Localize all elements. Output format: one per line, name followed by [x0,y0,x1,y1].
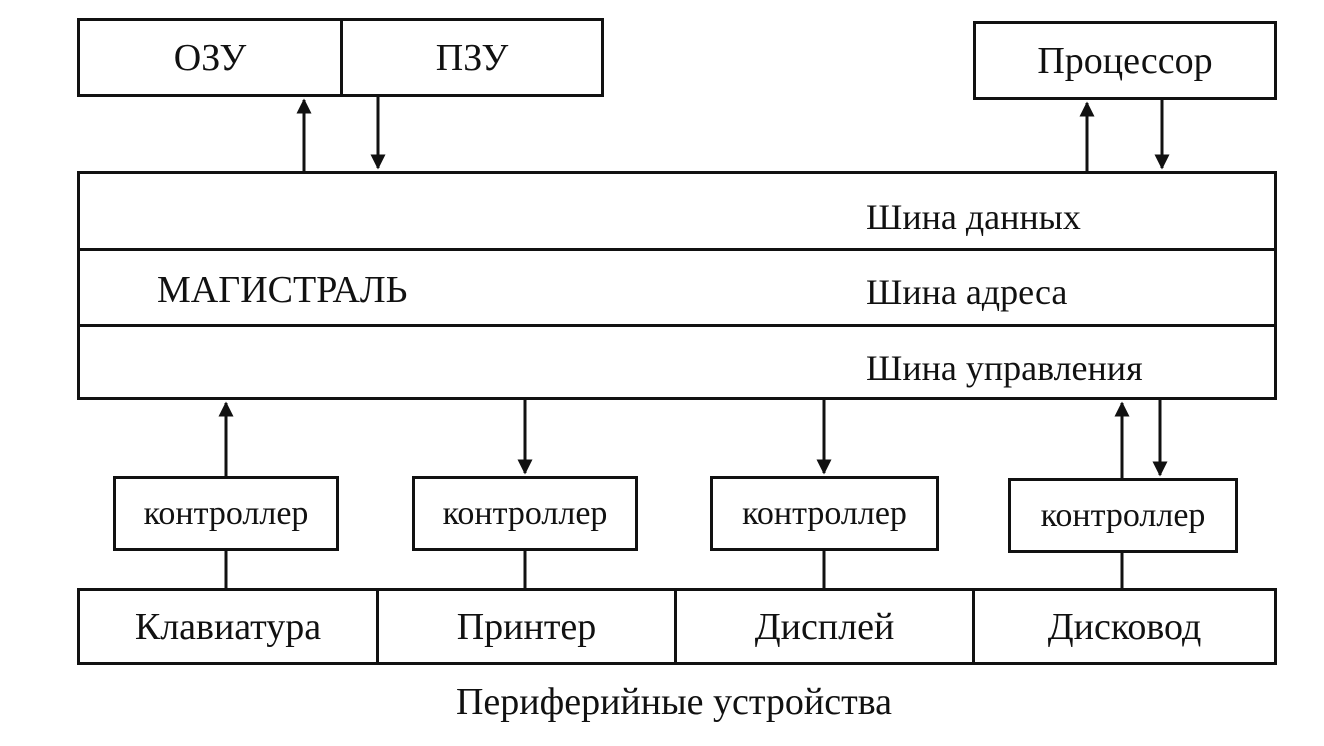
keyboard-controller: контроллер [113,476,339,551]
printer-controller: контроллер [412,476,638,551]
ram-box: ОЗУ [77,18,343,97]
keyboard-label: Клавиатура [134,605,322,648]
printer-label: Принтер [456,605,597,648]
controller-label: контроллер [143,494,309,532]
processor-box: Процессор [973,21,1277,100]
control-bus-label: Шина управления [866,348,1143,388]
display-label: Дисплей [754,605,895,648]
controller-label: контроллер [442,494,608,532]
disk-drive-box: Дисковод [972,588,1277,665]
system-bus: Шина данных Шина адреса МАГИСТРАЛЬ Шина … [77,171,1277,400]
rom-label: ПЗУ [435,36,509,79]
control-bus-row: Шина управления [80,324,1274,400]
rom-box: ПЗУ [340,18,604,97]
bus-title: МАГИСТРАЛЬ [157,269,408,311]
controller-label: контроллер [1040,496,1206,534]
address-bus-row: Шина адреса МАГИСТРАЛЬ [80,248,1274,325]
data-bus-row: Шина данных [80,174,1274,251]
peripheral-devices-caption: Периферийные устройства [455,681,893,723]
keyboard-box: Клавиатура [77,588,379,665]
disk-drive-controller: контроллер [1008,478,1238,553]
ram-label: ОЗУ [173,36,247,79]
address-bus-label: Шина адреса [866,272,1068,312]
controller-label: контроллер [742,494,907,532]
printer-box: Принтер [376,588,677,665]
data-bus-label: Шина данных [866,197,1081,237]
disk-drive-label: Дисковод [1047,605,1202,648]
display-controller: контроллер [710,476,939,551]
processor-label: Процессор [1037,39,1213,82]
